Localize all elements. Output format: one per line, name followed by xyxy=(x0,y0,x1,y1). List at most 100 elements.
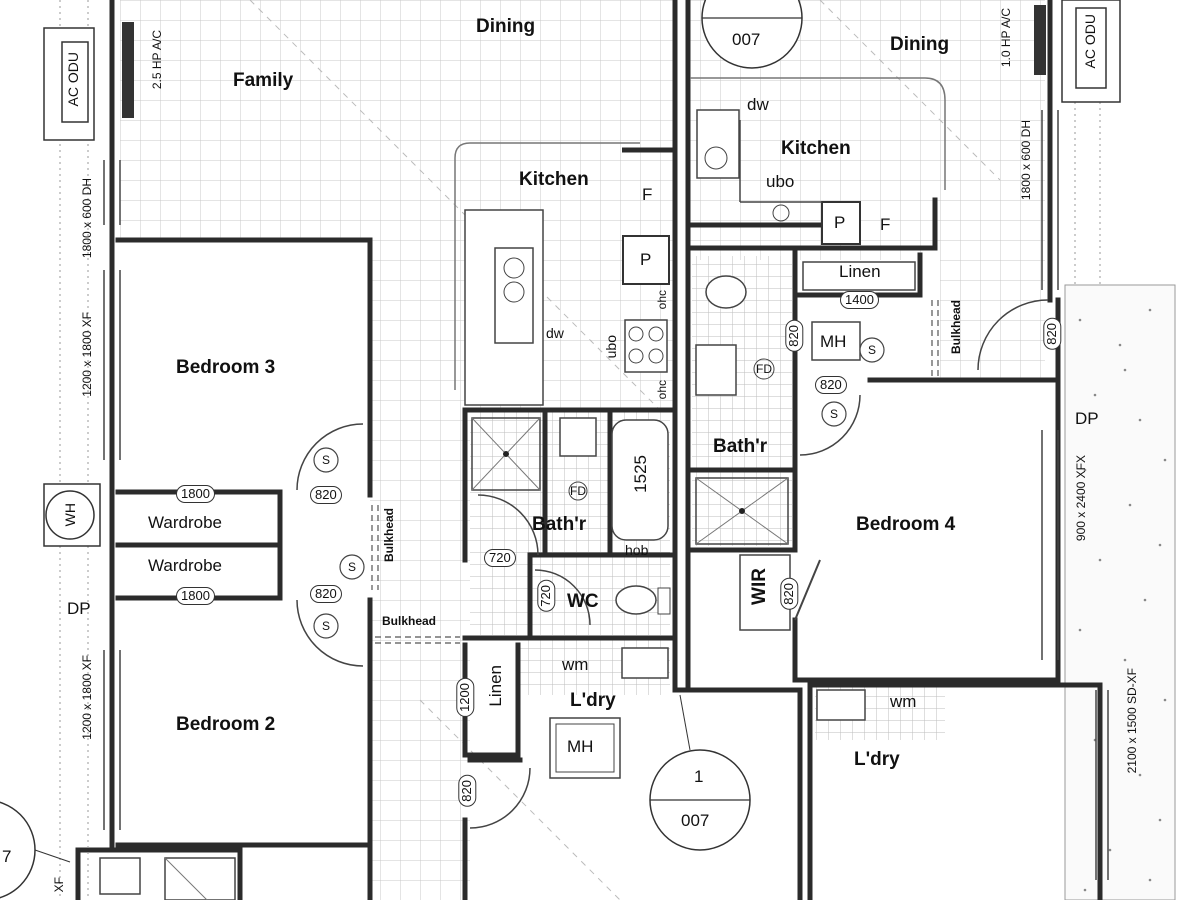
dw-left-label: dw xyxy=(546,325,564,341)
sink-left xyxy=(494,247,534,344)
laundry-tub-right xyxy=(816,689,866,721)
linen-right-shelf xyxy=(802,261,916,291)
shower-left-drain xyxy=(503,451,509,457)
fridge-right-label: F xyxy=(880,215,891,234)
pantry-left-box xyxy=(622,235,670,285)
wc-door-swing xyxy=(534,569,591,626)
windows xyxy=(103,110,1109,880)
shower-left xyxy=(471,417,541,491)
wm-left-label: wm xyxy=(562,655,589,674)
section-marker-top-ref: 007 xyxy=(732,30,761,49)
ac-odu-right-inner xyxy=(1075,7,1107,89)
smoke-detector-label-1: S xyxy=(322,453,331,467)
dim-external-door: 820 xyxy=(1043,318,1062,350)
smoke-detector-label-4: S xyxy=(868,343,877,357)
tiled-floor-left xyxy=(120,0,675,240)
room-wc: WC xyxy=(567,591,599,612)
toilet-right xyxy=(705,275,747,309)
smoke-detector-label-5: S xyxy=(830,407,839,421)
manhole-left-label: MH xyxy=(567,737,594,756)
sink-right-bowl xyxy=(704,146,728,170)
wir-door-leaf xyxy=(794,559,821,621)
manhole-right xyxy=(811,321,861,361)
downpipe-left-label: DP xyxy=(67,599,91,618)
ohc-bottom-label: ohc xyxy=(655,380,669,400)
dim-linen-left: 1200 xyxy=(456,678,475,717)
external-door-swing xyxy=(977,299,1049,371)
room-bedroom2: Bedroom 2 xyxy=(176,714,276,735)
shower-right-drain xyxy=(739,508,745,514)
section-marker-left-leader xyxy=(34,849,71,863)
room-bedroom4: Bedroom 4 xyxy=(856,514,956,535)
room-wir: WIR xyxy=(749,568,770,605)
tiled-floor-right-hall xyxy=(940,260,1045,380)
bedroom2-door-swing xyxy=(296,599,364,667)
dim-laundry-door: 820 xyxy=(458,775,477,807)
room-bath-right: Bath'r xyxy=(713,436,768,457)
window-left-4: XF xyxy=(52,877,66,893)
basin-right xyxy=(695,344,737,396)
room-laundry-left: L'dry xyxy=(570,690,616,711)
ubo-left-label: ubo xyxy=(603,335,619,359)
downpipe-right-label: DP xyxy=(1075,409,1099,428)
dim-bath-door: 720 xyxy=(484,549,516,568)
room-family: Family xyxy=(233,70,294,91)
dim-wir-door: 820 xyxy=(780,578,799,610)
room-dining-right: Dining xyxy=(890,34,950,55)
toilet-left-cistern xyxy=(657,587,671,615)
shower-bottom-left xyxy=(164,857,236,900)
bath-left-door-swing xyxy=(477,494,539,556)
dim-linen-right: 1400 xyxy=(840,291,879,310)
window-right-1: 1800 x 600 DH xyxy=(1019,120,1033,201)
bathtub xyxy=(611,419,669,541)
water-heater xyxy=(45,490,95,540)
floor-drain-left-label: FD xyxy=(570,484,586,498)
bulkhead-label-3: Bulkhead xyxy=(949,300,963,355)
manhole-right-label: MH xyxy=(820,332,847,351)
burner-1 xyxy=(628,326,644,342)
bulkhead-label-2: Bulkhead xyxy=(382,614,437,628)
smoke-detector-label-2: S xyxy=(348,560,357,574)
fridge-left-label: F xyxy=(642,185,653,204)
shower-bottom-left-diag xyxy=(164,857,208,900)
floor-drain-right-label: FD xyxy=(756,362,772,376)
room-kitchen-right: Kitchen xyxy=(781,138,851,159)
sink-right xyxy=(696,109,740,179)
wm-right-label: wm xyxy=(890,692,917,711)
ac-odu-right xyxy=(1061,0,1121,103)
pantry-left-label: P xyxy=(640,250,652,269)
pantry-right-box xyxy=(821,201,861,245)
dim-bedroom3-door: 820 xyxy=(310,486,342,505)
dw-right-label: dw xyxy=(747,95,769,114)
room-wardrobe-bottom: Wardrobe xyxy=(148,556,223,575)
shower-right xyxy=(695,477,789,545)
ac-unit-left-head xyxy=(122,22,134,118)
room-dining-left: Dining xyxy=(476,16,536,37)
burner-2 xyxy=(648,326,664,342)
burner-3 xyxy=(628,348,644,364)
dim-wardrobe-bottom: 1800 xyxy=(176,587,215,606)
cooktop-left xyxy=(624,319,668,373)
pantry-right-label: P xyxy=(834,213,846,232)
ac-left-spec: 2.5 HP A/C xyxy=(150,30,164,90)
basin-left xyxy=(559,417,597,457)
ac-odu-left-label: AC ODU xyxy=(65,52,81,107)
dim-wc-door: 720 xyxy=(537,580,556,612)
laundry-door-swing xyxy=(469,767,531,829)
sink-left-bowl-1 xyxy=(503,257,525,279)
dim-bedroom4-door: 820 xyxy=(815,376,847,395)
floor-drain-right xyxy=(753,358,775,380)
ac-odu-right-label: AC ODU xyxy=(1082,14,1098,69)
room-laundry-right: L'dry xyxy=(854,749,900,770)
window-left-1: 1800 x 600 DH xyxy=(80,178,94,259)
floor-drain-left xyxy=(568,481,588,501)
kitchen-left-bench-outline xyxy=(454,142,640,390)
manhole-left-inner xyxy=(555,723,615,773)
room-bedroom3: Bedroom 3 xyxy=(176,357,276,378)
tiled-bath-right xyxy=(692,256,792,546)
ohc-top-label: ohc xyxy=(655,290,669,310)
bulkhead-lines xyxy=(371,300,939,644)
section-marker-bottom-leader xyxy=(679,694,691,751)
kitchen-right-bench-outline xyxy=(690,77,946,190)
smoke-detector-label-3: S xyxy=(322,619,331,633)
